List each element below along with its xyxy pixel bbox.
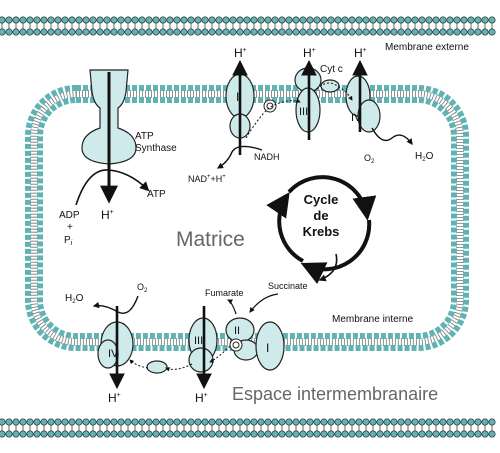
intermembrane-space-label: Espace intermembranaire: [232, 384, 438, 404]
pi-label: Pi: [64, 235, 73, 247]
membrane-externe-label: Membrane externe: [385, 42, 469, 53]
h2o-top-label: H2O: [415, 151, 434, 163]
nadh-label: NADH: [254, 152, 280, 162]
cyt-c-label: Cyt c: [320, 64, 343, 75]
h-plus-top-1: H+: [234, 46, 247, 60]
h-plus-bottom-1: H+: [108, 391, 121, 405]
complex-ii-to-fumarate-arrow: [227, 299, 237, 315]
complex-i-bottom-label: I: [266, 341, 269, 355]
fumarate-label: Fumarate: [205, 288, 244, 298]
matrix-label: Matrice: [176, 228, 245, 251]
cytochrome-c-bottom: [146, 360, 168, 374]
complex-i-top-label: I: [236, 90, 239, 104]
complex-ii-bottom: [225, 317, 259, 361]
adp-to-atp-arrow: [75, 169, 150, 206]
cytochrome-c-top: [320, 79, 340, 93]
complex-ii-bottom-label: II: [234, 325, 240, 337]
electron-flow-iii-to-cytc: [165, 363, 193, 372]
h-plus-atp-synthase: H+: [101, 208, 114, 222]
complex-iii-top-label: III: [299, 106, 308, 118]
succinate-label: Succinate: [268, 281, 308, 291]
electron-flow-cytc-to-iv: [129, 359, 149, 369]
o2-bottom-label: O2: [137, 282, 148, 294]
outer-membrane-top: [0, 16, 496, 36]
krebs-to-succinate-arrow: [318, 253, 338, 282]
adp-plus-label: +: [67, 222, 73, 233]
krebs-label-3: Krebs: [303, 224, 340, 239]
ubiquinone-top-icon: [263, 99, 277, 113]
ubiquinone-bottom-icon: [229, 338, 243, 352]
h-plus-top-3: H+: [354, 46, 367, 60]
atp-synthase: [75, 69, 150, 206]
succinate-to-complex-ii-arrow: [249, 293, 279, 313]
complex-iv-bottom-label: IV: [108, 348, 119, 360]
atp-label: ATP: [147, 189, 166, 200]
krebs-label-2: de: [313, 208, 328, 223]
krebs-label-1: Cycle: [304, 192, 339, 207]
h-plus-bottom-2: H+: [195, 391, 208, 405]
krebs-cycle: [266, 175, 377, 285]
complex-iv-top-label: IV: [351, 112, 362, 124]
complex-i-bottom: [255, 321, 285, 371]
complex-iv-bottom: [97, 321, 134, 369]
h2o-bottom-label: H2O: [65, 293, 84, 305]
o2-top-label: O2: [364, 153, 375, 165]
oxygen-to-water-bottom-arrow: [92, 295, 139, 314]
complex-iii-bottom-label: III: [194, 335, 203, 347]
complex-iv-top: [345, 75, 381, 133]
membrane-interne-label: Membrane interne: [332, 314, 414, 325]
adp-label: ADP: [59, 210, 80, 221]
nadh-to-nad-arrow: [216, 145, 263, 169]
outer-membrane-bottom: [0, 418, 496, 438]
nad-label: NAD++H+: [188, 174, 226, 184]
atp-synthase-label-2: Synthase: [135, 143, 177, 154]
electron-flow-cytc-to-iv: [313, 82, 353, 101]
oxygen-to-water-top-arrow: [371, 127, 413, 146]
atp-synthase-label-1: ATP: [135, 131, 154, 142]
h-plus-top-2: H+: [303, 46, 316, 60]
electron-flow-i-to-iii: [245, 98, 301, 139]
